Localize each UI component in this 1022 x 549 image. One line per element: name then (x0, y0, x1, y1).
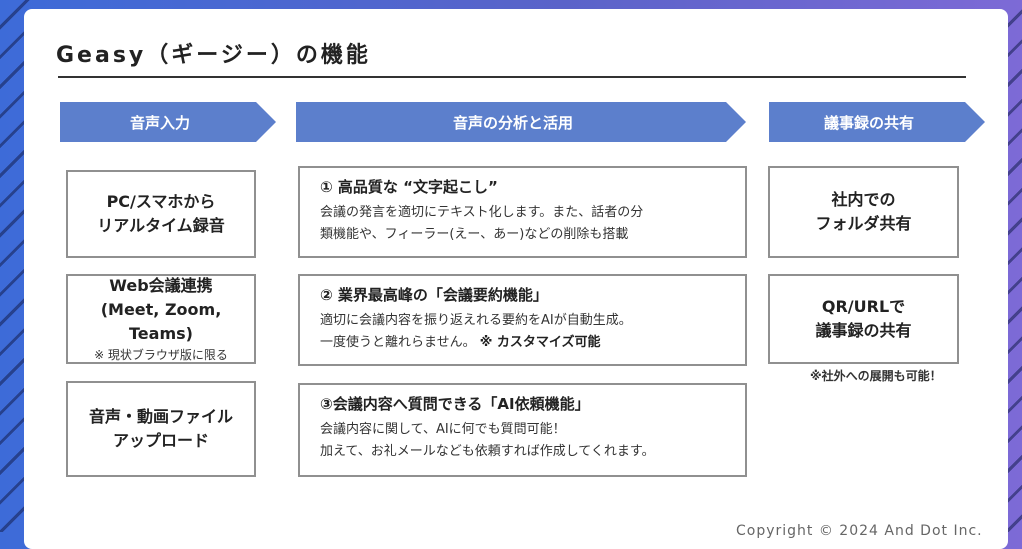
share-box-folder: 社内での フォルダ共有 (768, 166, 959, 258)
analysis-box-transcription: ① 高品質な “文字起こし” 会議の発言を適切にテキスト化します。また、話者の分… (298, 166, 747, 258)
box-line: PC/スマホから (106, 192, 216, 211)
analysis-body-line: 適切に会議内容を振り返えれる要約をAIが自動生成。 (320, 313, 632, 328)
share-footnote: ※社外への展開も可能！ (810, 369, 942, 383)
analysis-box-ai-request: ③会議内容へ質問できる「AI依頼機能」 会議内容に関して、AIに何でも質問可能！… (298, 383, 747, 477)
box-line: 社内での (831, 190, 896, 209)
box-line: フォルダ共有 (815, 214, 912, 233)
box-line: Web会議連携 (109, 276, 213, 295)
column-header-analysis: 音声の分析と活用 (296, 102, 746, 142)
column-header-label: 音声入力 (129, 113, 190, 132)
analysis-body-line: 一度使うと離れらません。 ※ カスタマイズ可能 (320, 332, 745, 354)
box-line: アップロード (112, 431, 209, 450)
right-stripe-decoration (1006, 0, 1022, 532)
analysis-body-line: 会議の発言を適切にテキスト化します。また、話者の分 (320, 205, 644, 220)
input-box-realtime: PC/スマホから リアルタイム録音 (66, 170, 256, 258)
analysis-body: 会議内容に関して、AIに何でも質問可能！ 加えて、お礼メールなども依頼すれば作成… (320, 419, 745, 463)
box-line: QR/URLで (821, 297, 906, 316)
analysis-title: ② 業界最高峰の「会議要約機能」 (320, 286, 548, 304)
column-header-share: 議事録の共有 (769, 102, 985, 142)
title-divider (58, 76, 966, 78)
analysis-body: 適切に会議内容を振り返えれる要約をAIが自動生成。 一度使うと離れらません。 ※… (320, 310, 745, 354)
page-title: Geasy（ギージー）の機能 (56, 43, 371, 68)
box-note: ※ 現状ブラウザ版に限る (94, 348, 228, 362)
copyright-text: Copyright © 2024 And Dot Inc. (736, 523, 983, 539)
analysis-title: ① 高品質な “文字起こし” (320, 178, 498, 196)
analysis-box-summary: ② 業界最高峰の「会議要約機能」 適切に会議内容を振り返えれる要約をAIが自動生… (298, 274, 747, 366)
column-header-label: 議事録の共有 (823, 113, 914, 132)
column-header-label: 音声の分析と活用 (452, 113, 573, 132)
analysis-body-text: 一度使うと離れらません。 (320, 335, 476, 350)
analysis-body-line: 類機能や、フィーラー(えー、あー)などの削除も搭載 (320, 227, 629, 242)
customize-note: ※ カスタマイズ可能 (479, 335, 601, 350)
slide-card: Geasy（ギージー）の機能 音声入力 音声の分析と活用 議事録の共有 PC/ス… (24, 9, 1008, 549)
analysis-title: ③会議内容へ質問できる「AI依頼機能」 (320, 395, 590, 413)
analysis-body-line: 会議内容に関して、AIに何でも質問可能！ (320, 422, 566, 437)
box-line: 音声・動画ファイル (88, 407, 233, 426)
analysis-body-line: 加えて、お礼メールなども依頼すれば作成してくれます。 (320, 444, 655, 459)
input-box-web-meeting: Web会議連携 (Meet, Zoom, Teams) ※ 現状ブラウザ版に限る (66, 274, 256, 364)
box-line: リアルタイム録音 (97, 216, 225, 235)
input-box-file-upload: 音声・動画ファイル アップロード (66, 381, 256, 477)
box-line: (Meet, Zoom, Teams) (100, 300, 222, 343)
analysis-body: 会議の発言を適切にテキスト化します。また、話者の分 類機能や、フィーラー(えー、… (320, 202, 745, 246)
box-line: 議事録の共有 (815, 321, 912, 340)
share-box-qr-url: QR/URLで 議事録の共有 (768, 274, 959, 364)
column-header-input: 音声入力 (60, 102, 276, 142)
